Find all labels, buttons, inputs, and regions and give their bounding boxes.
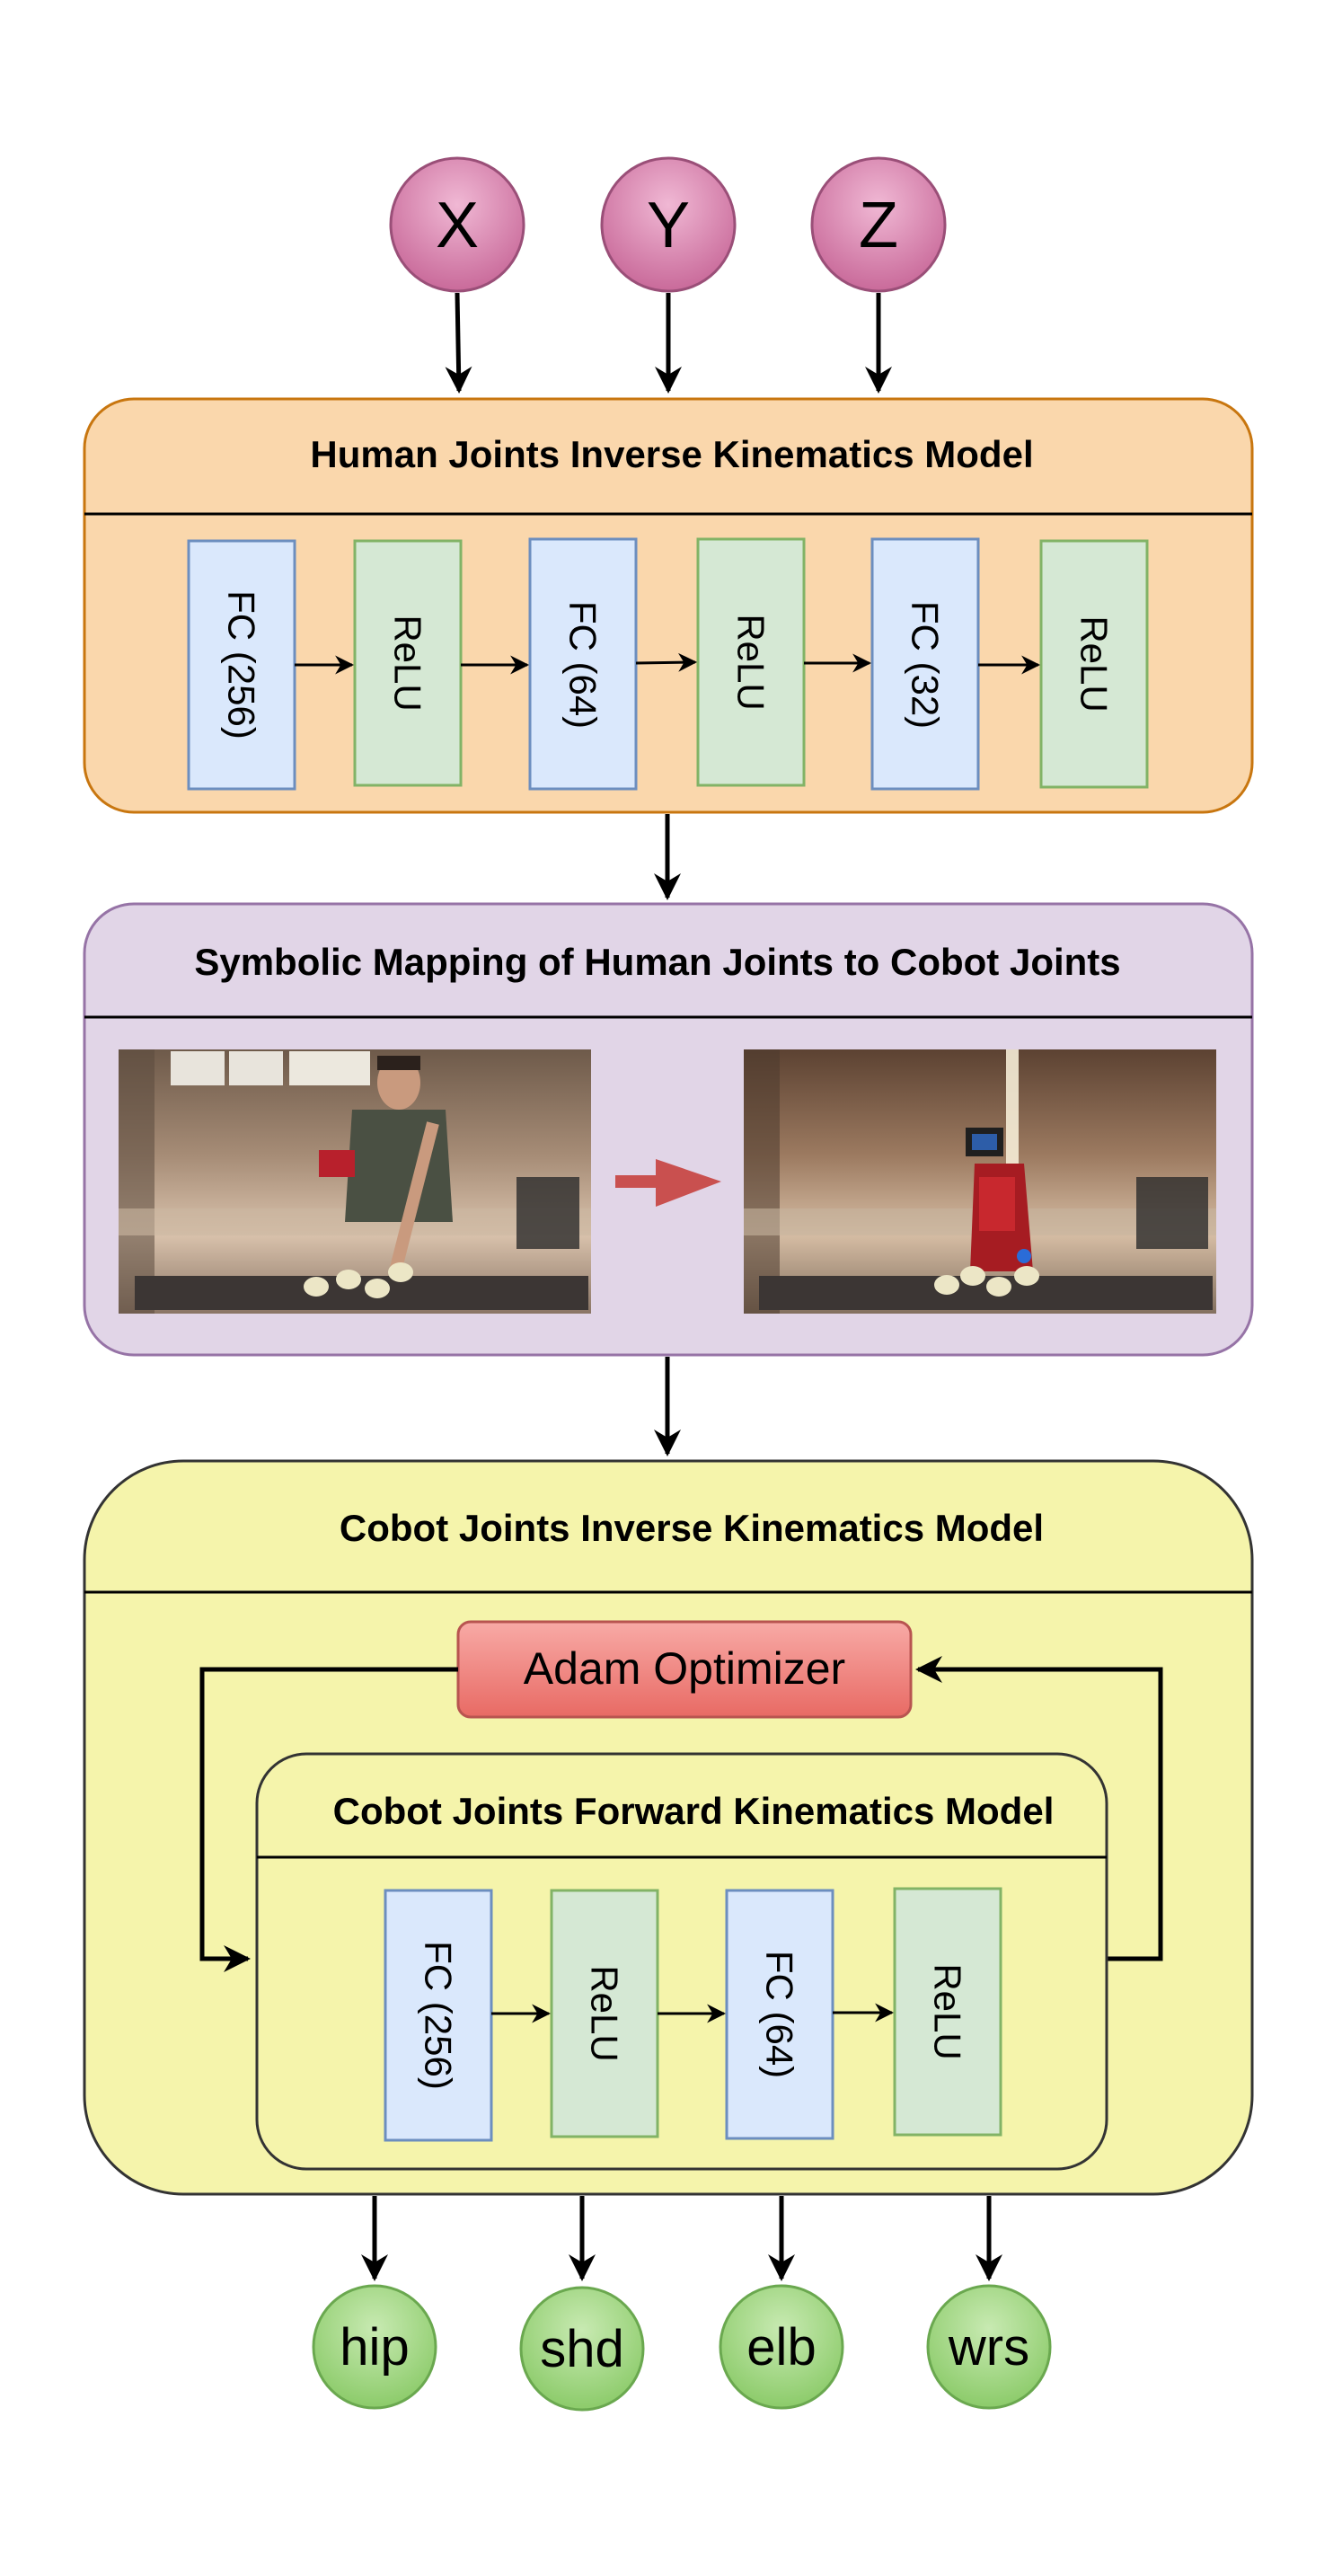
human-layer-relu-3: ReLU	[1039, 539, 1149, 789]
input-arrows	[445, 292, 892, 394]
cobot-fk-model: Cobot Joints Forward Kinematics Model FC…	[255, 1752, 1108, 2171]
input-nodes: X Y Z	[389, 156, 947, 293]
mapping-arrow-icon	[615, 1159, 721, 1207]
input-node-z: Z	[810, 156, 947, 293]
human-layer-fc-32: FC (32)	[870, 537, 980, 791]
output-node-hip: hip	[312, 2284, 437, 2410]
human-layer-fc-64: FC (64)	[528, 537, 638, 791]
human-layer-label-fc-256: FC (256)	[221, 590, 263, 739]
fk-layer-relu-1: ReLU	[550, 1889, 659, 2138]
human-layer-fc-256: FC (256)	[187, 539, 296, 791]
output-label-shd: shd	[540, 2320, 624, 2378]
fk-layer-relu-2: ReLU	[893, 1887, 1002, 2137]
fk-layer-fc-64: FC (64)	[725, 1889, 834, 2140]
fk-layer-fc-256: FC (256)	[384, 1889, 493, 2142]
adam-optimizer: Adam Optimizer	[456, 1620, 913, 1719]
input-node-x: X	[389, 156, 525, 293]
human-demo-photo	[119, 1049, 591, 1314]
fk-layer-label-relu-1: ReLU	[584, 1965, 626, 2061]
cobot-fk-layer-arrows	[491, 2003, 895, 2023]
cobot-ik-title: Cobot Joints Inverse Kinematics Model	[340, 1507, 1044, 1549]
fk-layer-label-relu-2: ReLU	[927, 1963, 969, 2059]
output-nodes: hip shd elb wrs	[312, 2284, 1052, 2412]
mapping-title: Symbolic Mapping of Human Joints to Cobo…	[194, 941, 1120, 983]
output-label-wrs: wrs	[948, 2318, 1029, 2377]
output-label-hip: hip	[340, 2318, 409, 2377]
cobot-fk-title: Cobot Joints Forward Kinematics Model	[333, 1790, 1055, 1832]
output-arrows	[361, 2196, 1002, 2281]
input-label-x: X	[436, 190, 479, 261]
human-layer-label-fc-32: FC (32)	[905, 601, 947, 729]
human-ik-title: Human Joints Inverse Kinematics Model	[310, 433, 1033, 475]
output-node-wrs: wrs	[926, 2284, 1052, 2410]
output-label-elb: elb	[746, 2318, 816, 2377]
cobot-fk-layers: FC (256) ReLU FC (64) ReLU	[384, 1887, 1002, 2142]
symbolic-mapping: Symbolic Mapping of Human Joints to Cobo…	[83, 902, 1254, 1357]
human-ik-layers: FC (256) ReLU FC (64) ReLU FC (32) ReLU	[187, 537, 1149, 791]
human-layer-label-fc-64: FC (64)	[562, 601, 605, 729]
human-layer-label-relu-1: ReLU	[387, 615, 429, 711]
input-label-y: Y	[647, 190, 690, 261]
input-node-y: Y	[600, 156, 737, 293]
cobot-photo	[744, 1049, 1216, 1314]
fk-layer-label-fc-256: FC (256)	[418, 1941, 460, 2090]
optimizer-label: Adam Optimizer	[524, 1643, 845, 1694]
output-node-elb: elb	[719, 2284, 844, 2410]
optimizer-feedback-arrows	[199, 1656, 1163, 1972]
input-label-z: Z	[859, 190, 898, 261]
human-ik-model: Human Joints Inverse Kinematics Model FC…	[83, 397, 1254, 814]
human-layer-label-relu-2: ReLU	[730, 614, 773, 710]
human-layer-label-relu-3: ReLU	[1073, 615, 1116, 712]
human-layer-relu-1: ReLU	[353, 539, 463, 787]
human-layer-relu-2: ReLU	[696, 537, 806, 787]
cobot-ik-model: Cobot Joints Inverse Kinematics Model Ad…	[83, 1459, 1254, 2196]
fk-layer-label-fc-64: FC (64)	[759, 1951, 801, 2078]
output-node-shd: shd	[519, 2286, 645, 2412]
human-ik-layer-arrows	[295, 652, 1041, 675]
